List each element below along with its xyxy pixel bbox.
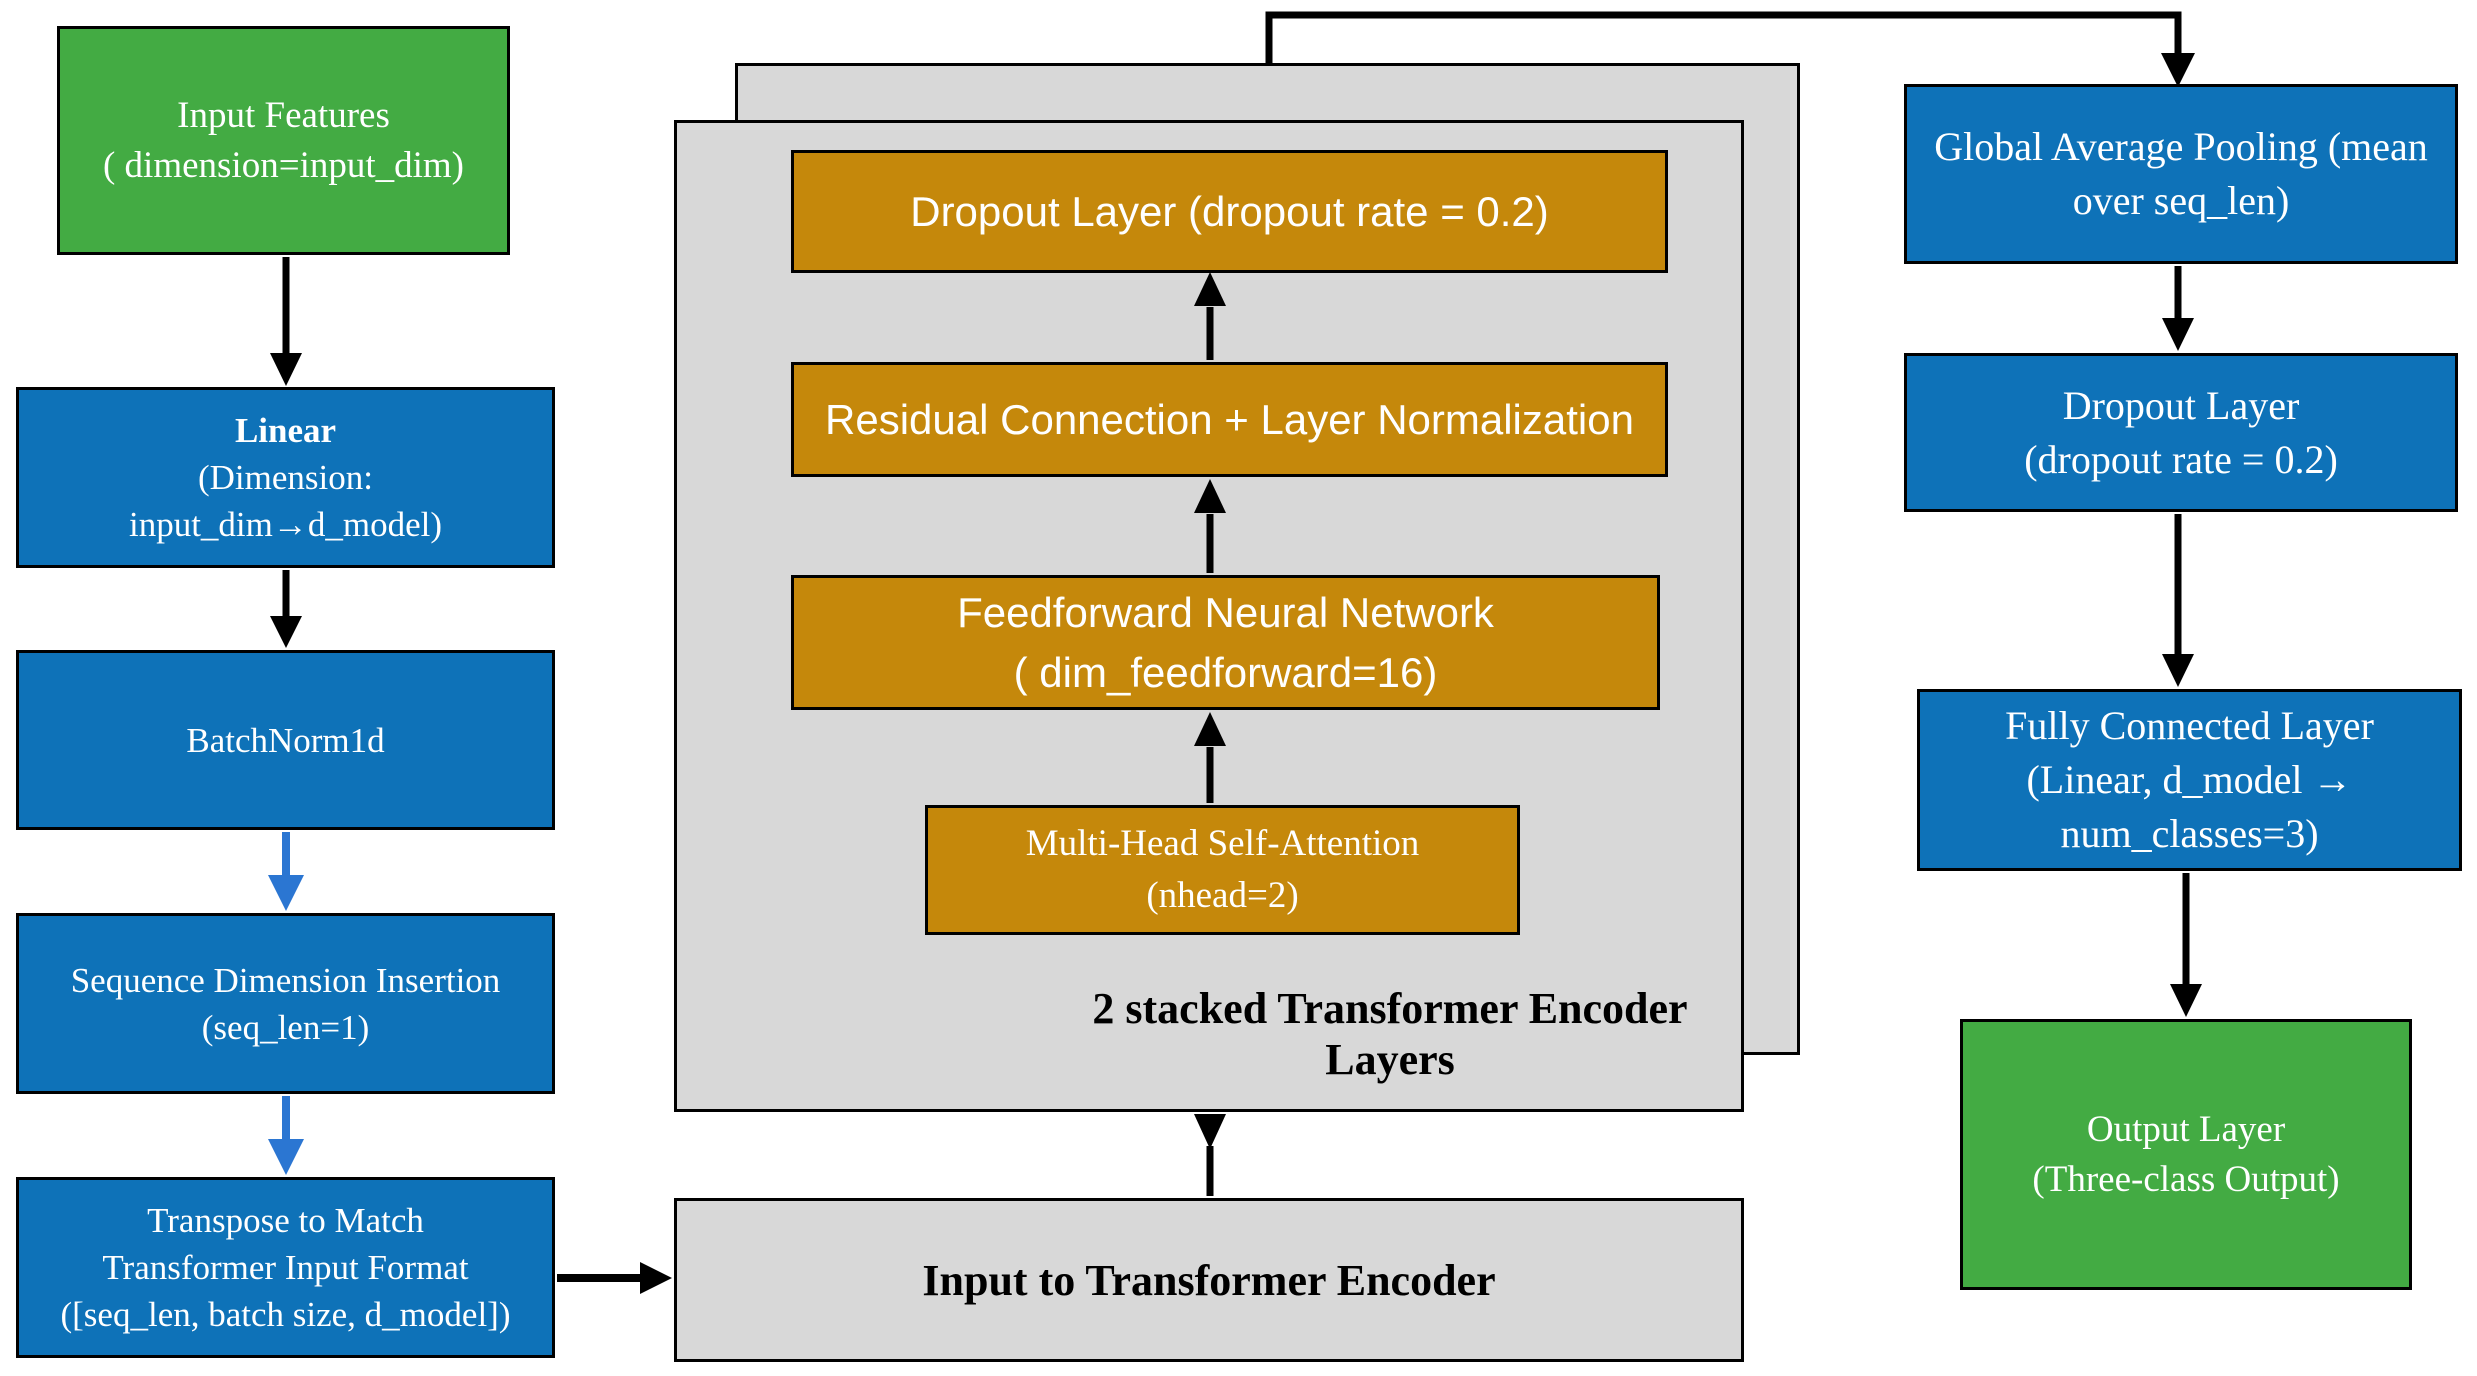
multi-head-attention-box: Multi-Head Self-Attention (nhead=2)	[925, 805, 1520, 935]
transpose-box: Transpose to Match Transformer Input For…	[16, 1177, 555, 1358]
encoder-dropout-line1: Dropout Layer (dropout rate = 0.2)	[910, 187, 1549, 235]
fully-connected-line2: (Linear, d_model →	[2026, 757, 2353, 802]
output-layer-box: Output Layer (Three-class Output)	[1960, 1019, 2412, 1290]
input-features-line2: ( dimension=input_dim)	[102, 144, 465, 186]
gap-line1: Global Average Pooling (mean	[1934, 124, 2428, 169]
global-average-pooling-box: Global Average Pooling (mean over seq_le…	[1904, 84, 2458, 264]
batchnorm-box: BatchNorm1d	[16, 650, 555, 830]
feedforward-box: Feedforward Neural Network ( dim_feedfor…	[791, 575, 1660, 710]
head-dropout-line1: Dropout Layer	[2062, 382, 2300, 428]
transpose-line3: ([seq_len, batch size, d_model])	[60, 1295, 511, 1334]
multi-head-attention-line1: Multi-Head Self-Attention	[1025, 823, 1420, 864]
feedforward-line2: ( dim_feedforward=16)	[1013, 648, 1438, 696]
linear-title: Linear	[234, 411, 337, 450]
stacked-layers-caption: 2 stacked Transformer Encoder Layers	[1092, 984, 1688, 1084]
sequence-insertion-line1: Sequence Dimension Insertion	[70, 960, 501, 1000]
head-dropout-box: Dropout Layer (dropout rate = 0.2)	[1904, 353, 2458, 512]
fully-connected-line3: num_classes=3)	[2060, 811, 2319, 856]
arrow-headdropout-to-fc	[2162, 514, 2194, 687]
arrow-fc-to-output	[2170, 873, 2202, 1017]
sequence-insertion-line2: (seq_len=1)	[201, 1007, 370, 1047]
head-dropout-line2: (dropout rate = 0.2)	[2024, 436, 2338, 482]
fully-connected-box: Fully Connected Layer (Linear, d_model →…	[1917, 689, 2462, 871]
residual-norm-line1: Residual Connection + Layer Normalizatio…	[825, 395, 1634, 443]
transpose-line2: Transformer Input Format	[102, 1248, 469, 1287]
residual-norm-box: Residual Connection + Layer Normalizatio…	[791, 362, 1668, 477]
arrow-batchnorm-to-sequence	[268, 832, 304, 911]
input-features-box: Input Features ( dimension=input_dim)	[57, 26, 510, 255]
arrow-inputfeatures-to-linear	[270, 257, 302, 386]
batchnorm-line1: BatchNorm1d	[186, 720, 385, 760]
gap-line2: over seq_len)	[2072, 178, 2290, 223]
output-layer-line2: (Three-class Output)	[2032, 1158, 2340, 1200]
linear-line3: input_dim→d_model)	[128, 505, 443, 544]
arrow-gap-to-headdropout	[2162, 266, 2194, 351]
linear-line2: (Dimension:	[198, 458, 373, 497]
sequence-insertion-box: Sequence Dimension Insertion (seq_len=1)	[16, 913, 555, 1094]
arrow-transpose-to-encoderinput	[557, 1262, 672, 1294]
transpose-line1: Transpose to Match	[147, 1201, 424, 1240]
arrow-linear-to-batchnorm	[270, 570, 302, 648]
arrow-encoderinput-to-panel	[1194, 1114, 1226, 1196]
linear-box: Linear (Dimension: input_dim→d_model)	[16, 387, 555, 568]
feedforward-line1: Feedforward Neural Network	[957, 588, 1494, 636]
encoder-dropout-box: Dropout Layer (dropout rate = 0.2)	[791, 150, 1668, 273]
input-features-line1: Input Features	[177, 94, 390, 136]
fully-connected-line1: Fully Connected Layer	[2005, 703, 2374, 748]
multi-head-attention-line2: (nhead=2)	[1146, 875, 1299, 916]
encoder-input-label: Input to Transformer Encoder	[922, 1255, 1496, 1305]
encoder-input-box: Input to Transformer Encoder	[674, 1198, 1744, 1362]
output-layer-line1: Output Layer	[2086, 1108, 2286, 1150]
arrow-sequence-to-transpose	[268, 1096, 304, 1175]
